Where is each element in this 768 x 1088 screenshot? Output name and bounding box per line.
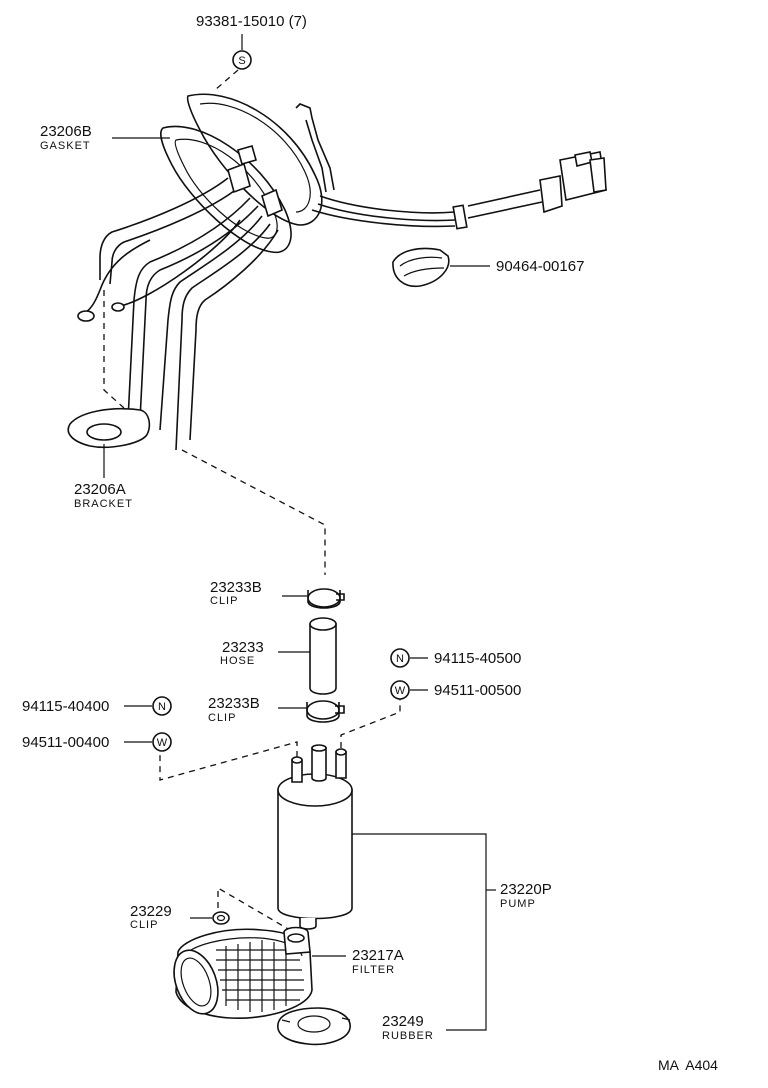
rubber-cushion bbox=[277, 1007, 351, 1046]
small-clip-part-name: CLIP bbox=[130, 919, 158, 931]
bracket bbox=[67, 407, 151, 449]
rubber-part-number: 23249 bbox=[382, 1013, 424, 1030]
hose-clip-upper bbox=[307, 588, 345, 609]
hose-part-name: HOSE bbox=[220, 655, 255, 667]
hose bbox=[309, 617, 337, 695]
washer-right-symbol: W bbox=[390, 680, 410, 700]
clip-upper-part-name: CLIP bbox=[210, 595, 238, 607]
small-clip bbox=[212, 911, 230, 925]
nut-right-part-number: 94115-40500 bbox=[434, 650, 521, 667]
small-clip-part-number: 23229 bbox=[130, 903, 172, 920]
gasket-part-number: 23206B bbox=[40, 123, 92, 140]
screw-part-number: 93381-15010 (7) bbox=[196, 13, 307, 30]
fuel-sender-assembly bbox=[67, 93, 607, 451]
screw-symbol: S bbox=[232, 50, 252, 70]
electrical-connector bbox=[539, 151, 607, 214]
filter-part-number: 23217A bbox=[352, 947, 404, 964]
screw-symbol-letter: S bbox=[238, 55, 245, 67]
bracket-part-number: 23206A bbox=[74, 481, 126, 498]
filter-part-name: FILTER bbox=[352, 964, 395, 976]
nut-left-part-number: 94115-40400 bbox=[22, 698, 109, 715]
leader-lines bbox=[103, 34, 496, 1031]
clip-lower-part-number: 23233B bbox=[208, 695, 260, 712]
connector-clip-part-number: 90464-00167 bbox=[496, 258, 584, 275]
rubber-part-name: RUBBER bbox=[382, 1030, 434, 1042]
nut-left-symbol: N bbox=[152, 696, 172, 716]
hose-part-number: 23233 bbox=[222, 639, 264, 656]
fuel-pump bbox=[277, 744, 353, 930]
nut-right-symbol: N bbox=[390, 648, 410, 668]
fuel-filter bbox=[173, 926, 313, 1019]
washer-left-part-number: 94511-00400 bbox=[22, 734, 109, 751]
hose-clip-lower bbox=[306, 700, 345, 723]
washer-right-part-number: 94511-00500 bbox=[434, 682, 521, 699]
pump-part-name: PUMP bbox=[500, 898, 536, 910]
gasket-part-name: GASKET bbox=[40, 140, 91, 152]
washer-left-symbol: W bbox=[152, 732, 172, 752]
nut-left-symbol-letter: N bbox=[158, 701, 166, 713]
washer-left-symbol-letter: W bbox=[157, 737, 168, 749]
bracket-part-name: BRACKET bbox=[74, 498, 133, 510]
connector-clip bbox=[392, 247, 450, 288]
washer-right-symbol-letter: W bbox=[395, 685, 406, 697]
clip-lower-part-name: CLIP bbox=[208, 712, 236, 724]
pump-part-number: 23220P bbox=[500, 881, 552, 898]
nut-right-symbol-letter: N bbox=[396, 653, 404, 665]
diagram-reference-code: MA A404 bbox=[658, 1057, 718, 1073]
clip-upper-part-number: 23233B bbox=[210, 579, 262, 596]
